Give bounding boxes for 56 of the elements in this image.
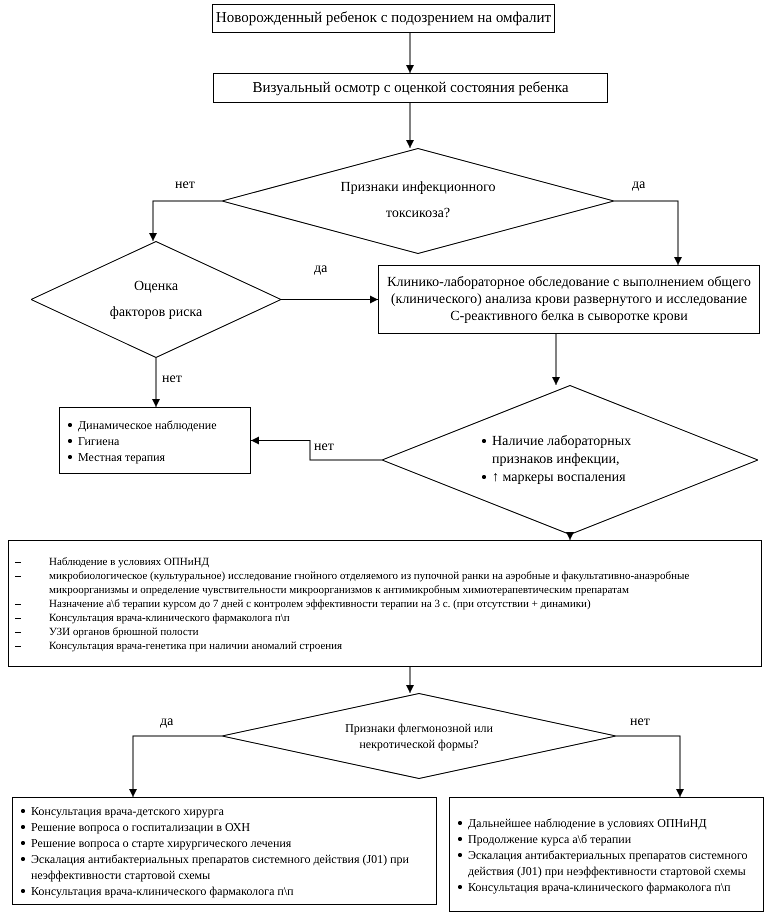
- list-item: УЗИ органов брюшной полости: [49, 624, 198, 638]
- decision-diamond: [31, 241, 281, 358]
- list-item: Местная терапия: [78, 448, 166, 464]
- arrow: [149, 200, 222, 242]
- list-item: Наблюдение в условиях ОПНиНД: [49, 554, 210, 568]
- list-item: Консультация врача-клинического фармаколога п\п: [49, 610, 290, 624]
- list-item: Эскалация антибактериальных препаратов системного действия (J01) при неэффективности стартовой схемы: [468, 846, 748, 878]
- list-item: микробиологическое (культуральное) исследование гнойного отделяемого из пупочной ранки на аэробные и факультативно-анаэробные микроорганизмы и определение чувствительности микроорганизмов к антимикробным химиотерапевтическим препаратам: [49, 568, 690, 596]
- arrow: [152, 358, 160, 408]
- edge-label: нет: [175, 178, 195, 192]
- list-item: Эскалация антибактериальных препаратов системного действия (J01) при неэффективности стартовой схемы: [31, 851, 410, 883]
- decision-diamond: [382, 385, 758, 535]
- list-item: Продолжение курса а\б терапии: [468, 830, 632, 846]
- arrow: [616, 736, 684, 798]
- list-item: Динамическое наблюдение: [78, 416, 217, 432]
- process-box: [378, 265, 760, 334]
- arrow: [280, 296, 378, 304]
- list-item: ↑ маркеры воспаления: [492, 469, 626, 487]
- list-item: Консультация врача-генетика при наличии аномалий строения: [49, 638, 342, 652]
- arrow: [566, 532, 574, 540]
- decision-text: Оценка факторов риска: [108, 278, 204, 322]
- arrow: [250, 436, 382, 460]
- process-box: [213, 73, 608, 103]
- box-text: Новорожденный ребенок с подозрением на омфалит: [216, 9, 552, 28]
- list-box: [59, 407, 251, 474]
- list-item: Консультация врача-детского хирурга: [31, 803, 224, 819]
- list-item: Дальнейшее наблюдение в условиях ОПНиНД: [468, 814, 706, 830]
- list-item: Решение вопроса о госпитализации в ОХН: [31, 819, 250, 835]
- edge-label: да: [632, 178, 646, 192]
- list-box: [449, 797, 764, 912]
- list-box: [12, 797, 437, 905]
- box-text: Визуальный осмотр с оценкой состояния ребенка: [252, 78, 569, 98]
- decision-diamond: [222, 148, 614, 254]
- edge-label: нет: [162, 372, 182, 386]
- box-text: Клинико-лабораторное обследование с выполнением общего (клинического) анализа крови развернутого и исследование С-реактивного белка в сыворотке крови: [386, 274, 752, 325]
- list-item: Наличие лабораторных признаков инфекции,: [492, 433, 632, 469]
- arrow: [406, 102, 414, 148]
- arrow: [129, 736, 222, 798]
- arrow: [406, 32, 414, 74]
- list-item: Консультация врача-клинического фармаколога п\п: [31, 883, 294, 899]
- edge-label: нет: [630, 715, 650, 729]
- arrow: [406, 666, 414, 694]
- list-item: Гигиена: [78, 432, 120, 448]
- list-item: Консультация врача-клинического фармаколога п\п: [468, 878, 731, 894]
- list-item: Назначение а\б терапии курсом до 7 дней с контролем эффективности терапии на 3 с. (при отсутствии + динамики): [49, 596, 591, 610]
- decision-text: Признаки инфекционного токсикоза?: [339, 179, 497, 223]
- decision-text: Признаки флегмонозной или некротической формы?: [344, 720, 494, 752]
- edge-label: нет: [314, 440, 334, 454]
- edge-label: да: [314, 262, 328, 276]
- arrow: [552, 334, 560, 386]
- arrow: [614, 200, 682, 266]
- decision-diamond: [222, 693, 616, 779]
- edge-label: да: [160, 715, 174, 729]
- list-item: Решение вопроса о старте хирургического лечения: [31, 835, 292, 851]
- process-box: [212, 4, 555, 33]
- list-box: [8, 540, 762, 667]
